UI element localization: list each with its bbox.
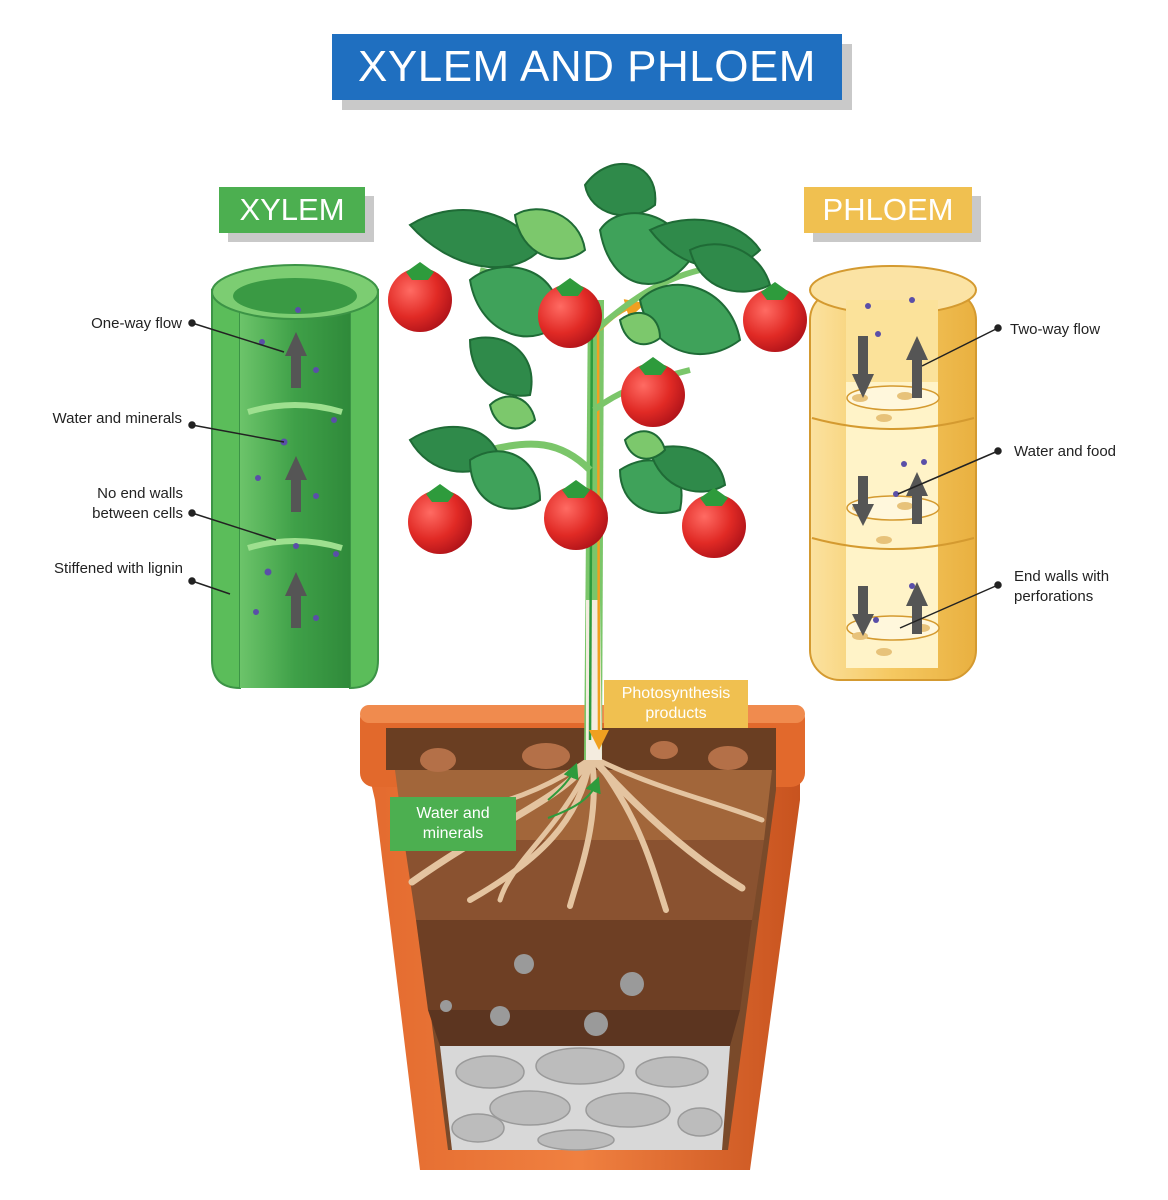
label-two-way-flow: Two-way flow: [1010, 321, 1101, 338]
xylem-heading: XYLEM: [219, 187, 365, 233]
phloem-pointers: [897, 324, 1002, 629]
label-end-walls-perforations: End walls with perforations: [1014, 568, 1110, 605]
xylem-vessel: [211, 264, 379, 690]
label-one-way-flow: One-way flow: [91, 315, 182, 332]
tomatoes: [388, 262, 807, 558]
plant-leaves: [408, 162, 772, 515]
phloem-tube: [809, 265, 977, 681]
photosynthesis-products-tag: Photosynthesis products: [604, 680, 748, 728]
phloem-heading: PHLOEM: [804, 187, 972, 233]
xylem-pointers: [188, 319, 285, 595]
label-water-and-food: Water and food: [1014, 443, 1117, 460]
water-and-minerals-tag: Water and minerals: [390, 797, 516, 851]
label-no-end-walls: No end walls between cells: [92, 485, 183, 522]
label-stiffened-with-lignin: Stiffened with lignin: [54, 560, 183, 577]
label-water-and-minerals: Water and minerals: [52, 410, 183, 427]
page-title: XYLEM AND PHLOEM: [332, 34, 842, 100]
